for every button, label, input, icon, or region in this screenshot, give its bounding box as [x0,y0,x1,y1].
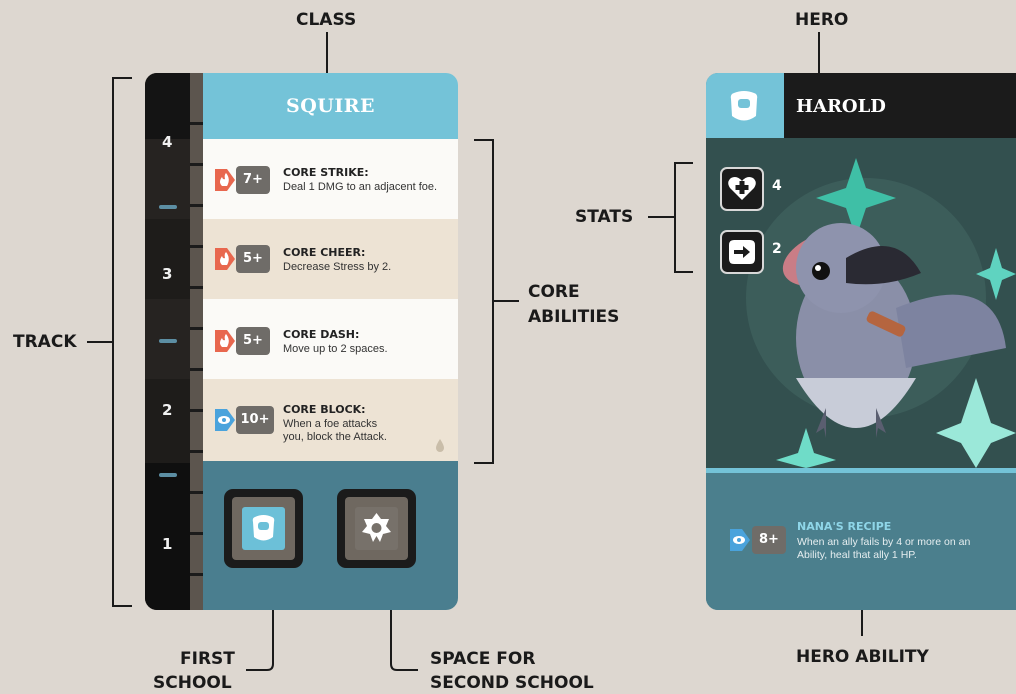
hero-ability-target-badge: 8+ [752,526,786,554]
ability-name: CORE DASH: [283,328,360,341]
health-value: 4 [772,178,782,194]
ability-desc: Move up to 2 spaces. [283,343,388,355]
heart-plus-icon [728,177,756,200]
second-school-callout-line2: SECOND SCHOOL [430,673,594,693]
class-callout: CLASS [296,10,357,30]
ability-name: CORE BLOCK: [283,403,366,416]
target-badge: 5+ [236,327,270,355]
core-ability-dash: 5+ CORE DASH: Move up to 2 spaces. [203,299,458,379]
track-column: 4 3 2 1 [145,73,190,610]
hero-callout: HERO [795,10,849,30]
first-school-callout-line1: FIRST [180,649,235,669]
target-badge: 7+ [236,166,270,194]
core-abilities-callout-line2: ABILITIES [528,307,620,327]
hero-ability-name: NANA'S RECIPE [797,520,892,533]
hero-name-bar: HAROLD [784,73,1016,138]
track-level-2: 2 [162,401,173,419]
class-title: SQUIRE [285,95,375,117]
hero-ability-desc: When an ally fails by 4 or more on an Ab… [797,536,971,561]
core-abilities-callout-line1: CORE [528,282,580,302]
class-header: SQUIRE [203,73,458,139]
school-area [203,461,458,610]
move-value: 2 [772,241,782,257]
second-school-slot[interactable] [337,489,416,568]
target-badge: 10+ [236,406,274,434]
eye-arrow-icon [215,409,235,431]
eye-arrow-icon [730,529,750,551]
gear-icon [362,513,391,542]
core-ability-cheer: 5+ CORE CHEER: Decrease Stress by 2. [203,219,458,299]
class-card: 4 3 2 1 SQUIRE 7+ CORE STRIKE: Deal 1 DM… [145,73,458,610]
hero-card: HAROLD [706,73,1016,610]
track-callout: TRACK [13,332,77,352]
hero-name: HAROLD [796,96,886,117]
track-level-1: 1 [162,535,173,553]
ability-desc: Deal 1 DMG to an adjacent foe. [283,181,438,193]
hero-portrait-image [706,138,1016,468]
track-rail [190,73,203,610]
target-badge: 5+ [236,245,270,273]
flame-arrow-icon [215,169,235,191]
health-stat-box [720,167,764,211]
ability-desc: When a foe attacks you, block the Attack… [283,418,387,443]
second-school-callout-line1: SPACE FOR [430,649,536,669]
ability-name: CORE STRIKE: [283,166,369,179]
flame-arrow-icon [215,248,235,270]
hero-ability-callout: HERO ABILITY [796,647,929,667]
first-school-slot[interactable] [224,489,303,568]
move-arrow-icon [729,240,755,264]
shield-icon [252,515,275,541]
move-stat-box [720,230,764,274]
hero-header: HAROLD [706,73,1016,138]
ability-desc: Decrease Stress by 2. [283,261,392,273]
track-dash [159,473,177,477]
drop-icon [436,439,444,452]
flame-arrow-icon [215,330,235,352]
stats-callout: STATS [575,207,634,227]
shield-icon [730,91,758,121]
first-school-callout-line2: SCHOOL [153,673,232,693]
track-dash [159,339,177,343]
track-level-4: 4 [162,133,173,151]
core-ability-block: 10+ CORE BLOCK: When a foe attacks you, … [203,379,458,461]
track-level-3: 3 [162,265,173,283]
ability-name: CORE CHEER: [283,246,366,259]
track-dash [159,205,177,209]
core-ability-strike: 7+ CORE STRIKE: Deal 1 DMG to an adjacen… [203,139,458,219]
